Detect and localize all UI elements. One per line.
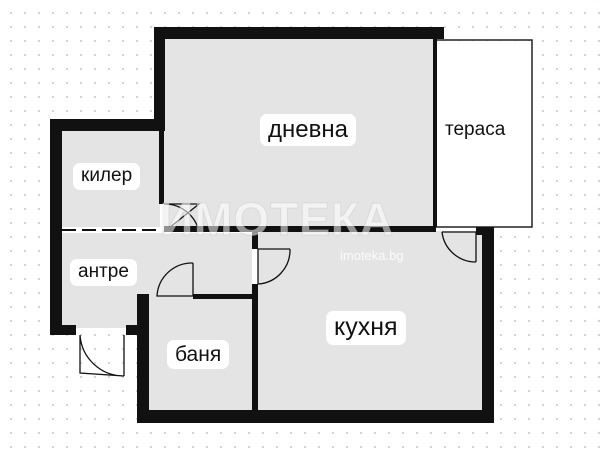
wall-bath-top bbox=[193, 294, 255, 299]
label-hall: антре bbox=[70, 259, 137, 286]
doors bbox=[79, 203, 477, 377]
wall-terrace-divider bbox=[433, 27, 437, 227]
wall-left-upper bbox=[154, 27, 165, 130]
label-living-room: дневна bbox=[260, 114, 356, 147]
watermark-url: imoteka.bg bbox=[340, 248, 404, 263]
wall-hall-bottom-right bbox=[126, 325, 149, 335]
label-pantry: килер bbox=[73, 163, 141, 190]
bath-door bbox=[156, 262, 194, 297]
living-room-door bbox=[163, 203, 201, 233]
entrance-door bbox=[79, 334, 125, 377]
wall-bath-left bbox=[137, 294, 149, 423]
watermark-logo: ИМОТЕКА bbox=[159, 193, 395, 246]
wall-pantry-top bbox=[50, 119, 165, 131]
wall-top bbox=[154, 27, 444, 39]
wall-left-outer bbox=[50, 119, 62, 330]
wall-pantry-right bbox=[159, 130, 164, 204]
wall-right-outer bbox=[482, 227, 494, 423]
kitchen-door bbox=[257, 248, 291, 285]
label-bath: баня bbox=[167, 340, 230, 370]
label-kitchen: кухня bbox=[326, 311, 406, 345]
label-terrace: тераса bbox=[441, 117, 510, 144]
terrace-door bbox=[441, 231, 477, 263]
wall-living-bottom bbox=[164, 226, 436, 232]
wall-kitchen-stub bbox=[252, 227, 258, 249]
wall-bath-kitchen bbox=[252, 284, 258, 412]
wall-hall-bottom bbox=[50, 325, 76, 335]
walls bbox=[50, 27, 494, 423]
wall-bottom bbox=[137, 410, 494, 423]
